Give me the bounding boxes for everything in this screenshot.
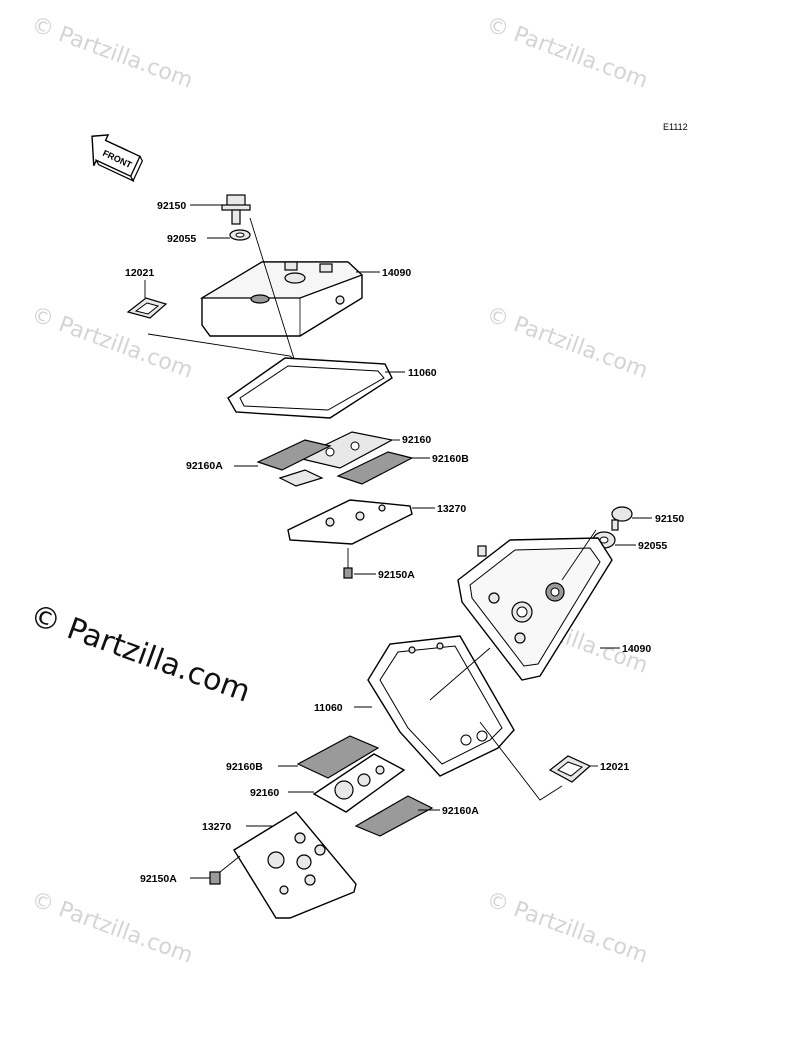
part-14090-right-cover [457,537,620,681]
part-92055-top-washer [207,229,251,241]
part-92150-right-bolt [611,506,652,531]
label-12021: 12021 [125,267,154,279]
watermark-text: © Partzilla.com [28,887,196,969]
part-92160-top-plate [296,431,400,469]
part-92160B-top-reed [336,451,430,485]
leader-line [561,529,597,581]
label-92055: 92055 [167,233,196,245]
label-92160-bottom: 92160 [250,787,279,799]
watermark-text: © Partzilla.com [483,887,651,969]
label-14090-right: 14090 [622,643,651,655]
label-11060-bottom: 11060 [314,702,343,714]
part-12021-right-cap [479,721,598,801]
label-11060: 11060 [408,367,437,379]
watermark-text: © Partzilla.com [28,302,196,384]
label-92160B-bottom: 92160B [226,761,263,773]
label-92160A: 92160A [186,460,223,472]
diagram-code: E1112 [663,122,688,132]
watermark-text: © Partzilla.com [483,302,651,384]
part-13270-bottom-bracket [233,811,357,919]
label-92150: 92150 [157,200,186,212]
watermark-text: © Partzilla.com [483,12,651,94]
part-92160B-bottom-reed [278,735,380,779]
part-14090-top-cover [199,261,380,337]
part-11060-top-gasket [227,357,405,419]
label-13270: 13270 [437,503,466,515]
label-92160: 92160 [402,434,431,446]
label-92150A: 92150A [378,569,415,581]
part-12021-top-cap [126,280,168,319]
label-92150-right: 92150 [655,513,684,525]
label-14090: 14090 [382,267,411,279]
part-92160A-bottom-reed [354,795,440,837]
leader-line [249,217,301,379]
watermark-text: © Partzilla.com [28,12,196,94]
part-92150A-bottom-screw [190,855,241,885]
label-92160B: 92160B [432,453,469,465]
label-12021-right: 12021 [600,761,629,773]
part-92150A-top-screw [343,548,376,579]
part-92160-bottom-plate [288,753,406,813]
watermark-large: © Partzilla.com [25,598,255,710]
part-92150-top-bolt [190,194,251,225]
label-13270-bottom: 13270 [202,821,231,833]
part-92160A-top-reed [234,439,332,487]
label-92055-right: 92055 [638,540,667,552]
label-92160A-bottom: 92160A [442,805,479,817]
front-arrow-icon: FRONT [91,134,144,183]
part-13270-top-bracket [287,499,435,545]
label-92150A-bottom: 92150A [140,873,177,885]
part-11060-bottom-gasket [354,635,515,777]
